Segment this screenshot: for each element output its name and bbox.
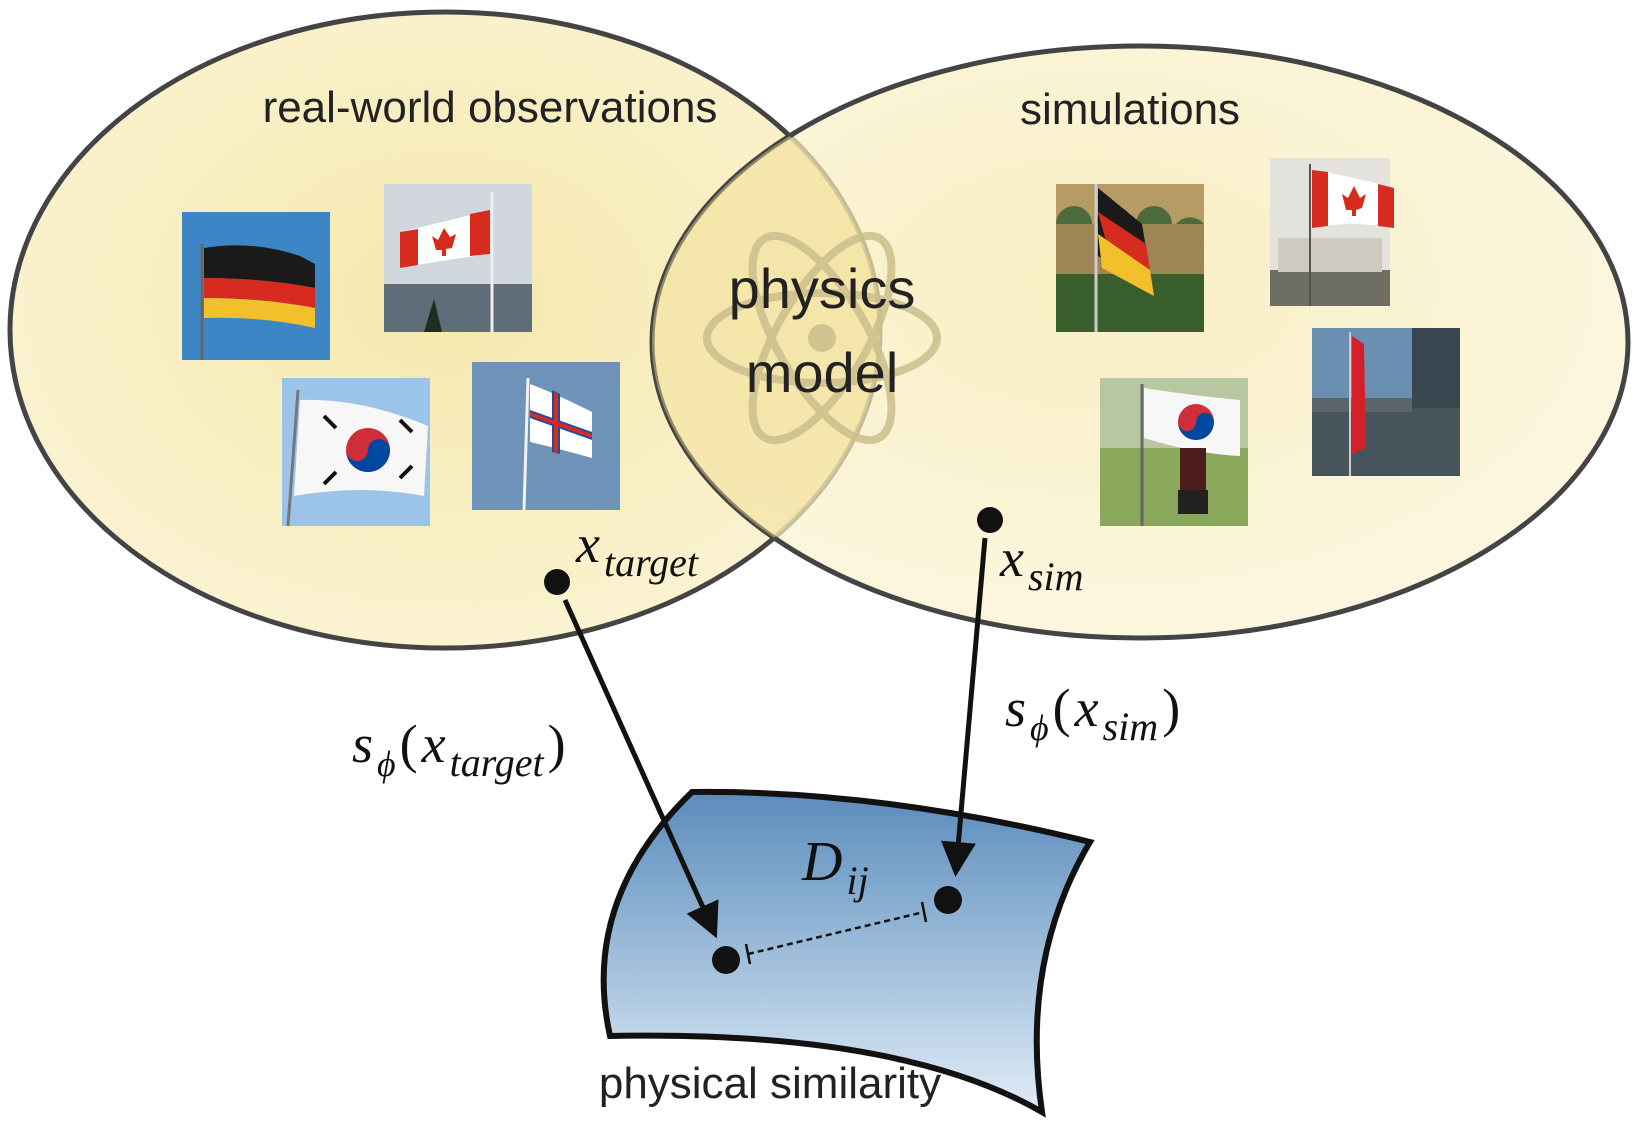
s-phi-target-label: s ϕ ( x target ) <box>352 714 566 785</box>
germany-flag-simulation <box>1056 184 1204 332</box>
s-phi-sim-label: s ϕ ( x sim ) <box>1005 678 1180 749</box>
sim-arrow <box>941 537 988 877</box>
phi-sub: ϕ <box>1030 708 1049 748</box>
s-fn: s <box>1005 678 1026 738</box>
surface-label: physical similarity <box>599 1059 941 1108</box>
x-sim-var: x <box>999 528 1024 588</box>
real-world-label: real-world observations <box>263 83 718 132</box>
physics-model-line1: physics <box>729 257 916 320</box>
x-var: x <box>421 714 446 774</box>
sim-sub: sim <box>1103 704 1159 749</box>
s-fn: s <box>352 714 373 774</box>
south-korea-flag-simulation <box>1100 378 1248 526</box>
x-target-point <box>544 569 570 595</box>
x-sim-sub: sim <box>1028 554 1084 599</box>
faroe-islands-flag-photo <box>472 362 620 511</box>
target-arrow <box>562 598 719 939</box>
x-target-sub: target <box>604 540 699 585</box>
d-var: D <box>801 831 842 893</box>
open-paren: ( <box>1053 678 1071 738</box>
close-paren: ) <box>548 714 566 774</box>
turkey-flag-simulation <box>1312 328 1460 476</box>
distance-line <box>747 910 925 956</box>
x-var: x <box>1074 678 1099 738</box>
physics-model-line2: model <box>746 341 899 404</box>
embedded-sim-point <box>934 886 962 914</box>
atom-icon <box>703 231 941 445</box>
target-sub: target <box>450 740 545 785</box>
distance-cap-left <box>744 943 752 965</box>
x-sim-label: x sim <box>999 528 1084 599</box>
embedded-target-point <box>712 946 740 974</box>
south-korea-flag-photo <box>282 378 430 527</box>
canada-flag-photo <box>384 184 532 332</box>
germany-flag-photo <box>182 212 330 360</box>
ij-sub: ij <box>846 858 868 903</box>
close-paren: ) <box>1162 678 1180 738</box>
x-sim-point <box>977 507 1003 533</box>
x-target-label: x target <box>575 514 699 585</box>
canada-flag-simulation <box>1270 158 1394 306</box>
open-paren: ( <box>400 714 418 774</box>
x-target-var: x <box>575 514 600 574</box>
distance-label: D ij <box>801 831 869 903</box>
simulations-label: simulations <box>1020 85 1240 134</box>
phi-sub: ϕ <box>377 744 396 784</box>
distance-cap-right <box>920 901 928 923</box>
